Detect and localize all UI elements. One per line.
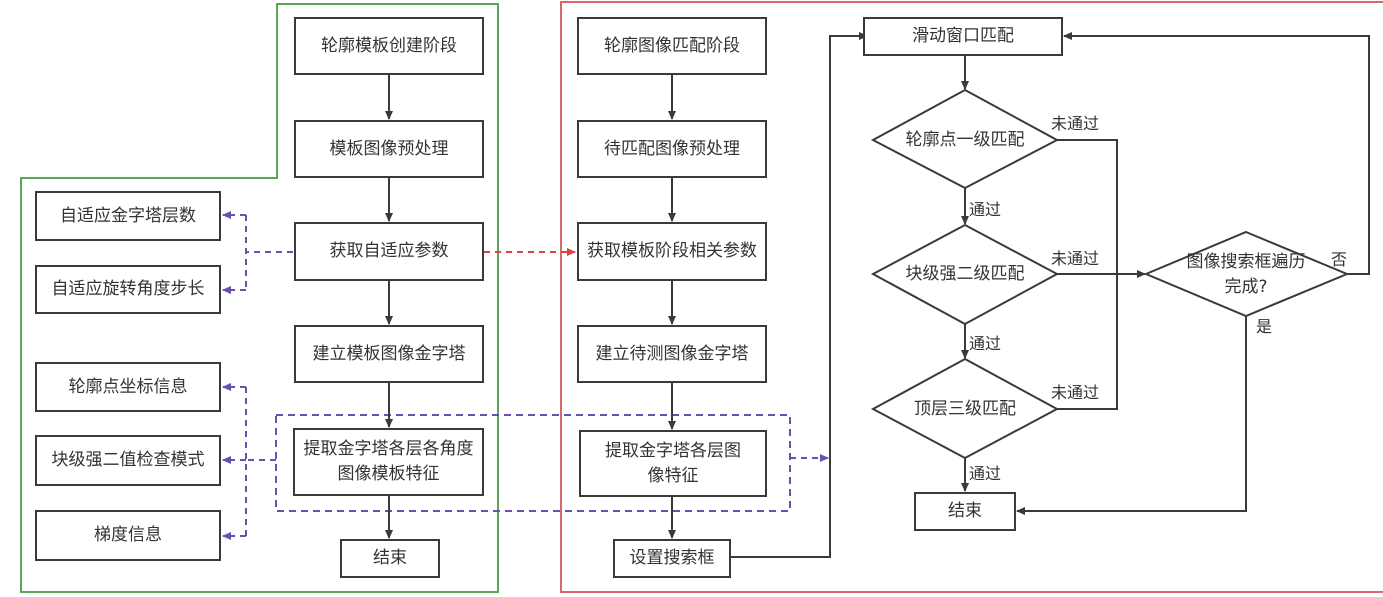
- output-gradient-info: 梯度信息: [35, 510, 221, 561]
- step-build-target-pyramid: 建立待测图像金字塔: [577, 325, 767, 383]
- step-set-search-box: 设置搜索框: [613, 539, 731, 578]
- template-stage-frame: [20, 3, 499, 593]
- label-d1-pass: 通过: [969, 200, 1002, 219]
- label-d3-pass: 通过: [969, 464, 1002, 483]
- arrow-traverse-yes: [1016, 316, 1247, 515]
- label-traverse-no: 否: [1331, 250, 1348, 269]
- output-adaptive-pyramid-levels: 自适应金字塔层数: [35, 191, 221, 241]
- step-template-stage: 轮廓模板创建阶段: [294, 17, 484, 75]
- feature-group-dashed-box: [275, 414, 791, 512]
- decision-traverse-done-label: 图像搜索框遍历完成?: [1186, 252, 1306, 297]
- label-d2-pass: 通过: [969, 334, 1002, 353]
- step-template-end: 结束: [340, 539, 440, 578]
- arrow-traverse-no: [1063, 32, 1370, 275]
- output-block-binary-check-mode: 块级强二值检查模式: [35, 435, 221, 486]
- step-match-end: 结束: [914, 492, 1016, 531]
- decision-contour-level1-label: 轮廓点一级匹配: [905, 129, 1025, 150]
- step-target-preprocess: 待匹配图像预处理: [577, 120, 767, 178]
- label-d1-fail: 未通过: [1051, 114, 1100, 133]
- label-traverse-yes: 是: [1256, 317, 1273, 336]
- step-matching-stage: 轮廓图像匹配阶段: [577, 17, 767, 75]
- step-get-template-params: 获取模板阶段相关参数: [577, 222, 767, 281]
- step-get-adaptive-params: 获取自适应参数: [294, 222, 484, 281]
- step-template-preprocess: 模板图像预处理: [294, 120, 484, 178]
- output-contour-point-coords: 轮廓点坐标信息: [35, 362, 221, 412]
- decision-block-level2-label: 块级强二级匹配: [905, 263, 1025, 284]
- step-extract-template-features: 提取金字塔各层各角度图像模板特征: [293, 428, 484, 496]
- label-d2-fail: 未通过: [1051, 249, 1100, 268]
- step-extract-target-features: 提取金字塔各层图像特征: [579, 430, 767, 497]
- arrow-search-to-window: [731, 32, 868, 558]
- output-adaptive-angle-step: 自适应旋转角度步长: [35, 265, 221, 314]
- step-sliding-window-match: 滑动窗口匹配: [863, 17, 1063, 56]
- matching-stage-frame: [560, 1, 1383, 593]
- decision-top-level3-label: 顶层三级匹配: [914, 398, 1016, 419]
- label-d3-fail: 未通过: [1051, 383, 1100, 402]
- step-build-template-pyramid: 建立模板图像金字塔: [294, 325, 484, 383]
